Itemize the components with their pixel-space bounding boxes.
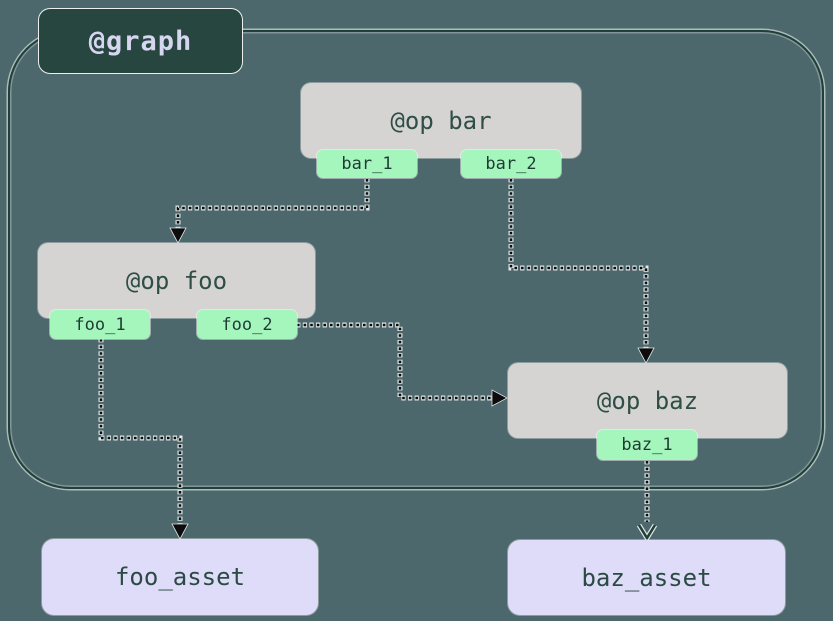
asset-node-baz-asset: baz_asset	[508, 540, 785, 615]
output-tag-bar-1: bar_1	[317, 150, 417, 178]
output-tag-baz-1: baz_1	[597, 430, 697, 460]
output-tag-bar-2: bar_2	[461, 150, 561, 178]
op-foo-label: @op foo	[125, 266, 228, 295]
op-node-foo: @op foo	[38, 243, 315, 318]
baz-asset-label: baz_asset	[581, 563, 712, 592]
op-baz-label: @op baz	[596, 386, 699, 415]
op-node-bar: @op bar	[301, 83, 581, 158]
graph-boundary	[8, 30, 824, 489]
open-arrowhead-icon	[637, 524, 657, 541]
graph-label: @graph	[38, 8, 243, 74]
asset-node-foo-asset: foo_asset	[42, 539, 318, 615]
op-node-baz: @op baz	[508, 363, 787, 438]
foo-asset-label: foo_asset	[114, 563, 246, 591]
output-tag-foo-1: foo_1	[50, 310, 150, 339]
output-tag-foo-2: foo_2	[197, 310, 297, 339]
op-bar-label: @op bar	[390, 106, 492, 135]
arrowhead-icon	[171, 523, 189, 540]
